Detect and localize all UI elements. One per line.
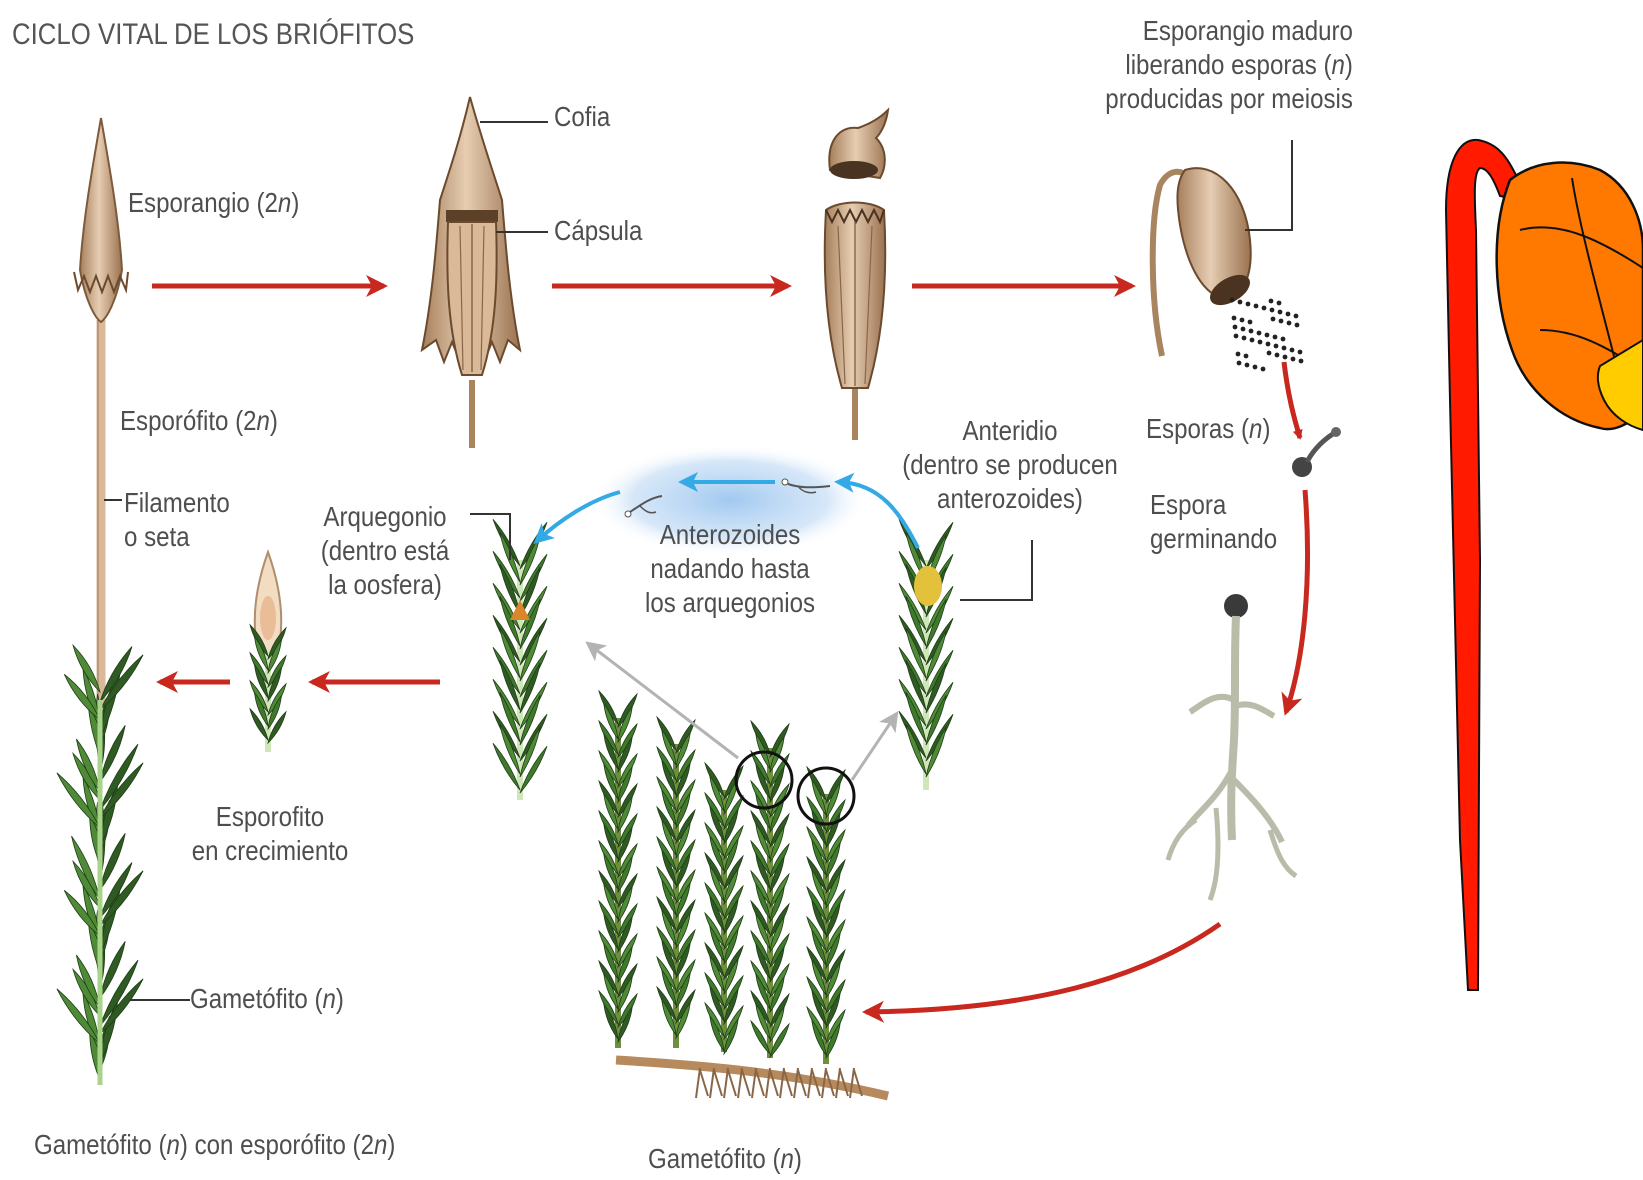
growing-sporophyte — [250, 552, 286, 752]
male-shoot-anteridio — [899, 519, 953, 790]
label-esporangio-maduro: Esporangio maduro liberando esporas (n) … — [1105, 14, 1353, 116]
arrow-spores-down — [1284, 362, 1300, 438]
label-espora-germinando: Espora germinando — [1150, 488, 1277, 556]
red-arrows — [152, 286, 1308, 1012]
opening-capsule — [825, 110, 888, 440]
spore-dot — [1273, 335, 1278, 340]
spore-dot — [1287, 321, 1292, 326]
spore-dot — [1236, 352, 1241, 357]
label-gametofito-bottom: Gametófito (n) — [635, 1142, 816, 1176]
spore-dot — [1244, 354, 1249, 359]
spore-dot — [1246, 302, 1251, 307]
moss-capsule-icon — [1446, 140, 1643, 990]
label-gametofito-left: Gametófito (n) — [190, 982, 344, 1016]
label-anterozoides: Anterozoides nadando hasta los arquegoni… — [635, 518, 824, 620]
spore-dot — [1257, 331, 1262, 336]
arrow-to-protonema — [1286, 490, 1308, 712]
spore-dot — [1299, 359, 1304, 364]
leader-anteridio — [960, 540, 1032, 600]
spore-dot — [1278, 310, 1283, 315]
spore-dot — [1234, 334, 1239, 339]
spore-dot — [1253, 365, 1258, 370]
spore-dot — [1240, 318, 1245, 323]
female-shoot-arquegonio — [493, 519, 547, 800]
spore-dot — [1277, 301, 1282, 306]
spore-dot — [1249, 329, 1254, 334]
spore-dot — [1262, 306, 1267, 311]
capsule-with-calyptra — [422, 97, 520, 448]
spore-dot — [1232, 316, 1237, 321]
leader-esporangio-maduro — [1245, 140, 1292, 230]
spore-dot — [1237, 361, 1242, 366]
label-cofia: Cofia — [554, 100, 610, 134]
spore-dot — [1269, 299, 1274, 304]
spore-dot — [1266, 342, 1271, 347]
caption-left: Gametófito (n) con esporófito (2n) — [34, 1128, 395, 1162]
spore-dot — [1275, 353, 1280, 358]
arrow-colony-to-male — [852, 716, 895, 780]
diagram-title: CICLO VITAL DE LOS BRIÓFITOS — [12, 18, 414, 52]
spore-dot — [1291, 357, 1296, 362]
protonema — [1168, 594, 1296, 900]
label-filamento: Filamento o seta — [124, 486, 230, 554]
spore-dot — [1267, 351, 1272, 356]
label-esporofito-crecimiento: Esporofito en crecimiento — [184, 800, 356, 868]
spore-dot — [1242, 336, 1247, 341]
label-esporangio: Esporangio (2n) — [128, 186, 299, 220]
gametophyte-colony — [599, 691, 888, 1098]
spore-dot — [1265, 333, 1270, 338]
spore-dot — [1258, 340, 1263, 345]
spore-dot — [1283, 355, 1288, 360]
spore-dot — [1261, 367, 1266, 372]
spore-dot — [1250, 338, 1255, 343]
spore-dot — [1254, 304, 1259, 309]
gametophyte-tuft-left — [57, 645, 143, 1085]
spore-dot — [1290, 348, 1295, 353]
label-capsula: Cápsula — [554, 214, 642, 248]
spore-dot — [1282, 346, 1287, 351]
spore-dot — [1274, 344, 1279, 349]
gray-arrows — [590, 645, 895, 780]
label-anteridio: Anteridio (dentro se producen anterozoid… — [898, 414, 1122, 516]
spore-dot — [1298, 350, 1303, 355]
label-esporas: Esporas (n) — [1146, 412, 1270, 446]
arrow-to-colony — [866, 924, 1220, 1012]
spore-dot — [1238, 300, 1243, 305]
spore-dot — [1233, 325, 1238, 330]
released-spores — [1230, 298, 1304, 372]
antheridium — [914, 566, 942, 606]
spore-dot — [1281, 337, 1286, 342]
spore-dot — [1248, 320, 1253, 325]
spore-dot — [1270, 308, 1275, 313]
spore-dot — [1245, 363, 1250, 368]
spore-dot — [1295, 323, 1300, 328]
spore-dot — [1286, 312, 1291, 317]
spore-dot — [1279, 319, 1284, 324]
spore-dot — [1241, 327, 1246, 332]
label-arquegonio: Arquegonio (dentro está la oosfera) — [312, 500, 458, 602]
sporophyte-on-gametophyte — [57, 118, 143, 1085]
mature-sporangium — [1153, 168, 1304, 371]
spore-dot — [1294, 314, 1299, 319]
spore-dot — [1271, 317, 1276, 322]
label-esporofito: Esporófito (2n) — [120, 404, 278, 438]
spore-dot — [1230, 298, 1235, 303]
